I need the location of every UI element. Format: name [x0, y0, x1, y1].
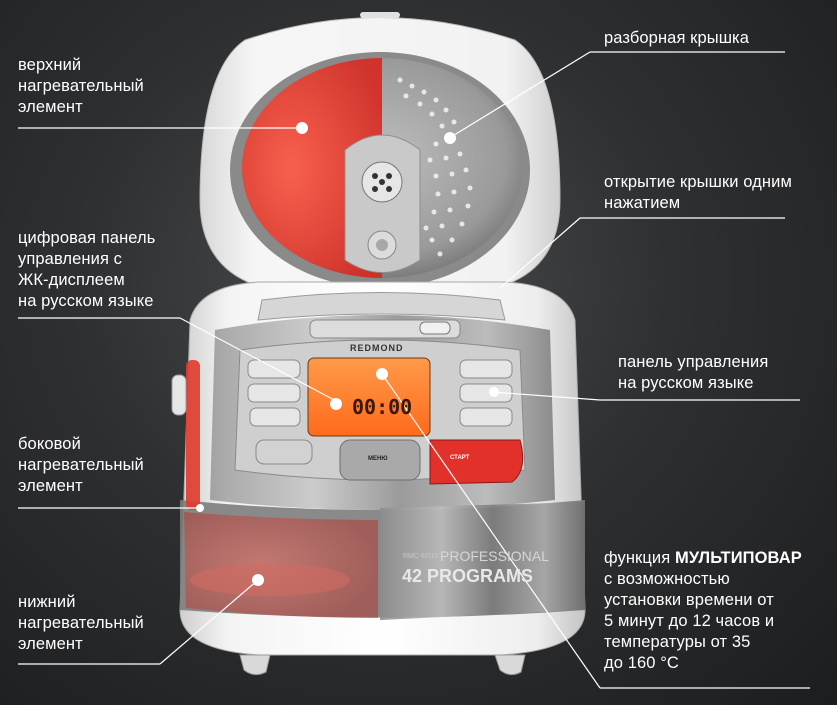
lid-vent-holes [397, 77, 473, 257]
callout-multicook-title: функция МУЛЬТИПОВАР [604, 548, 802, 569]
callout-digital-line-3: ЖК-дисплеем [18, 271, 125, 289]
model-small: RMC-M110 [403, 553, 439, 560]
programs-label: 42 PROGRAMS [402, 566, 534, 586]
callout-multicook-line-3: 5 минут до 12 часов и [604, 612, 775, 630]
leader-lid [445, 51, 591, 141]
callout-multicook-bold: МУЛЬТИПОВАР [674, 549, 802, 567]
callout-multicook: функция МУЛЬТИПОВАР с возможностью устан… [604, 548, 802, 674]
callout-side-heater: боковой нагревательный элемент [18, 434, 144, 497]
callout-control-line-1: панель управления [618, 353, 769, 371]
callout-multicook-line-4: температуры от 35 [604, 633, 751, 651]
leader-bottom [159, 579, 259, 665]
callout-bottom-heater-line-2: нагревательный [18, 614, 144, 632]
callout-lid-open-line-2: нажатием [604, 194, 681, 212]
callout-lid: разборная крышка [604, 28, 749, 49]
callout-multicook-line-2: установки времени от [604, 591, 774, 609]
callout-multicook-line-1: с возможностью [604, 570, 730, 588]
cooker-body [171, 281, 586, 676]
callout-multicook-line-5: до 160 °С [604, 654, 679, 672]
callout-bottom-heater-line-3: элемент [18, 635, 83, 653]
callout-side-heater-line-1: боковой [18, 435, 81, 453]
callout-side-heater-line-2: нагревательный [18, 456, 144, 474]
callout-digital-line-1: цифровая панель [18, 229, 156, 247]
callout-digital-line-2: управления с [18, 250, 123, 268]
leader-control [491, 391, 601, 401]
callout-lid-open-line-1: открытие крышки одним [604, 173, 792, 191]
callout-control-line-2: на русском языке [618, 374, 754, 392]
callout-bottom-heater-line-1: нижний [18, 593, 76, 611]
brand-logo-text: REDMOND [350, 343, 404, 353]
callout-top-heater-line-2: нагревательный [18, 77, 144, 95]
callout-side-heater-line-3: элемент [18, 477, 83, 495]
callout-control-panel: панель управления на русском языке [618, 352, 768, 394]
callout-digital-line-4: на русском языке [18, 292, 154, 310]
leader-lines [18, 51, 810, 689]
callout-multicook-prefix: функция [604, 549, 675, 567]
callout-top-heater: верхний нагревательный элемент [18, 55, 144, 118]
leader-dots [196, 122, 499, 586]
side-heater-strip [186, 360, 200, 510]
menu-button-label: МЕНЮ [368, 456, 388, 462]
leader-lid-open [499, 217, 581, 289]
open-lid [199, 12, 561, 288]
leader-digital [179, 317, 339, 403]
lcd-time: 00:00 [352, 395, 413, 419]
callout-lid-open: открытие крышки одним нажатием [604, 172, 792, 214]
callout-lid-line-1: разборная крышка [604, 29, 750, 47]
callout-bottom-heater: нижний нагревательный элемент [18, 592, 144, 655]
callout-top-heater-line-1: верхний [18, 56, 82, 74]
model-large: PROFESSIONAL [440, 548, 549, 564]
leader-multicook [381, 373, 601, 689]
callout-top-heater-line-3: элемент [18, 98, 83, 116]
start-button-label: СТАРТ [450, 455, 470, 461]
callout-digital-panel: цифровая панель управления с ЖК-дисплеем… [18, 228, 155, 312]
